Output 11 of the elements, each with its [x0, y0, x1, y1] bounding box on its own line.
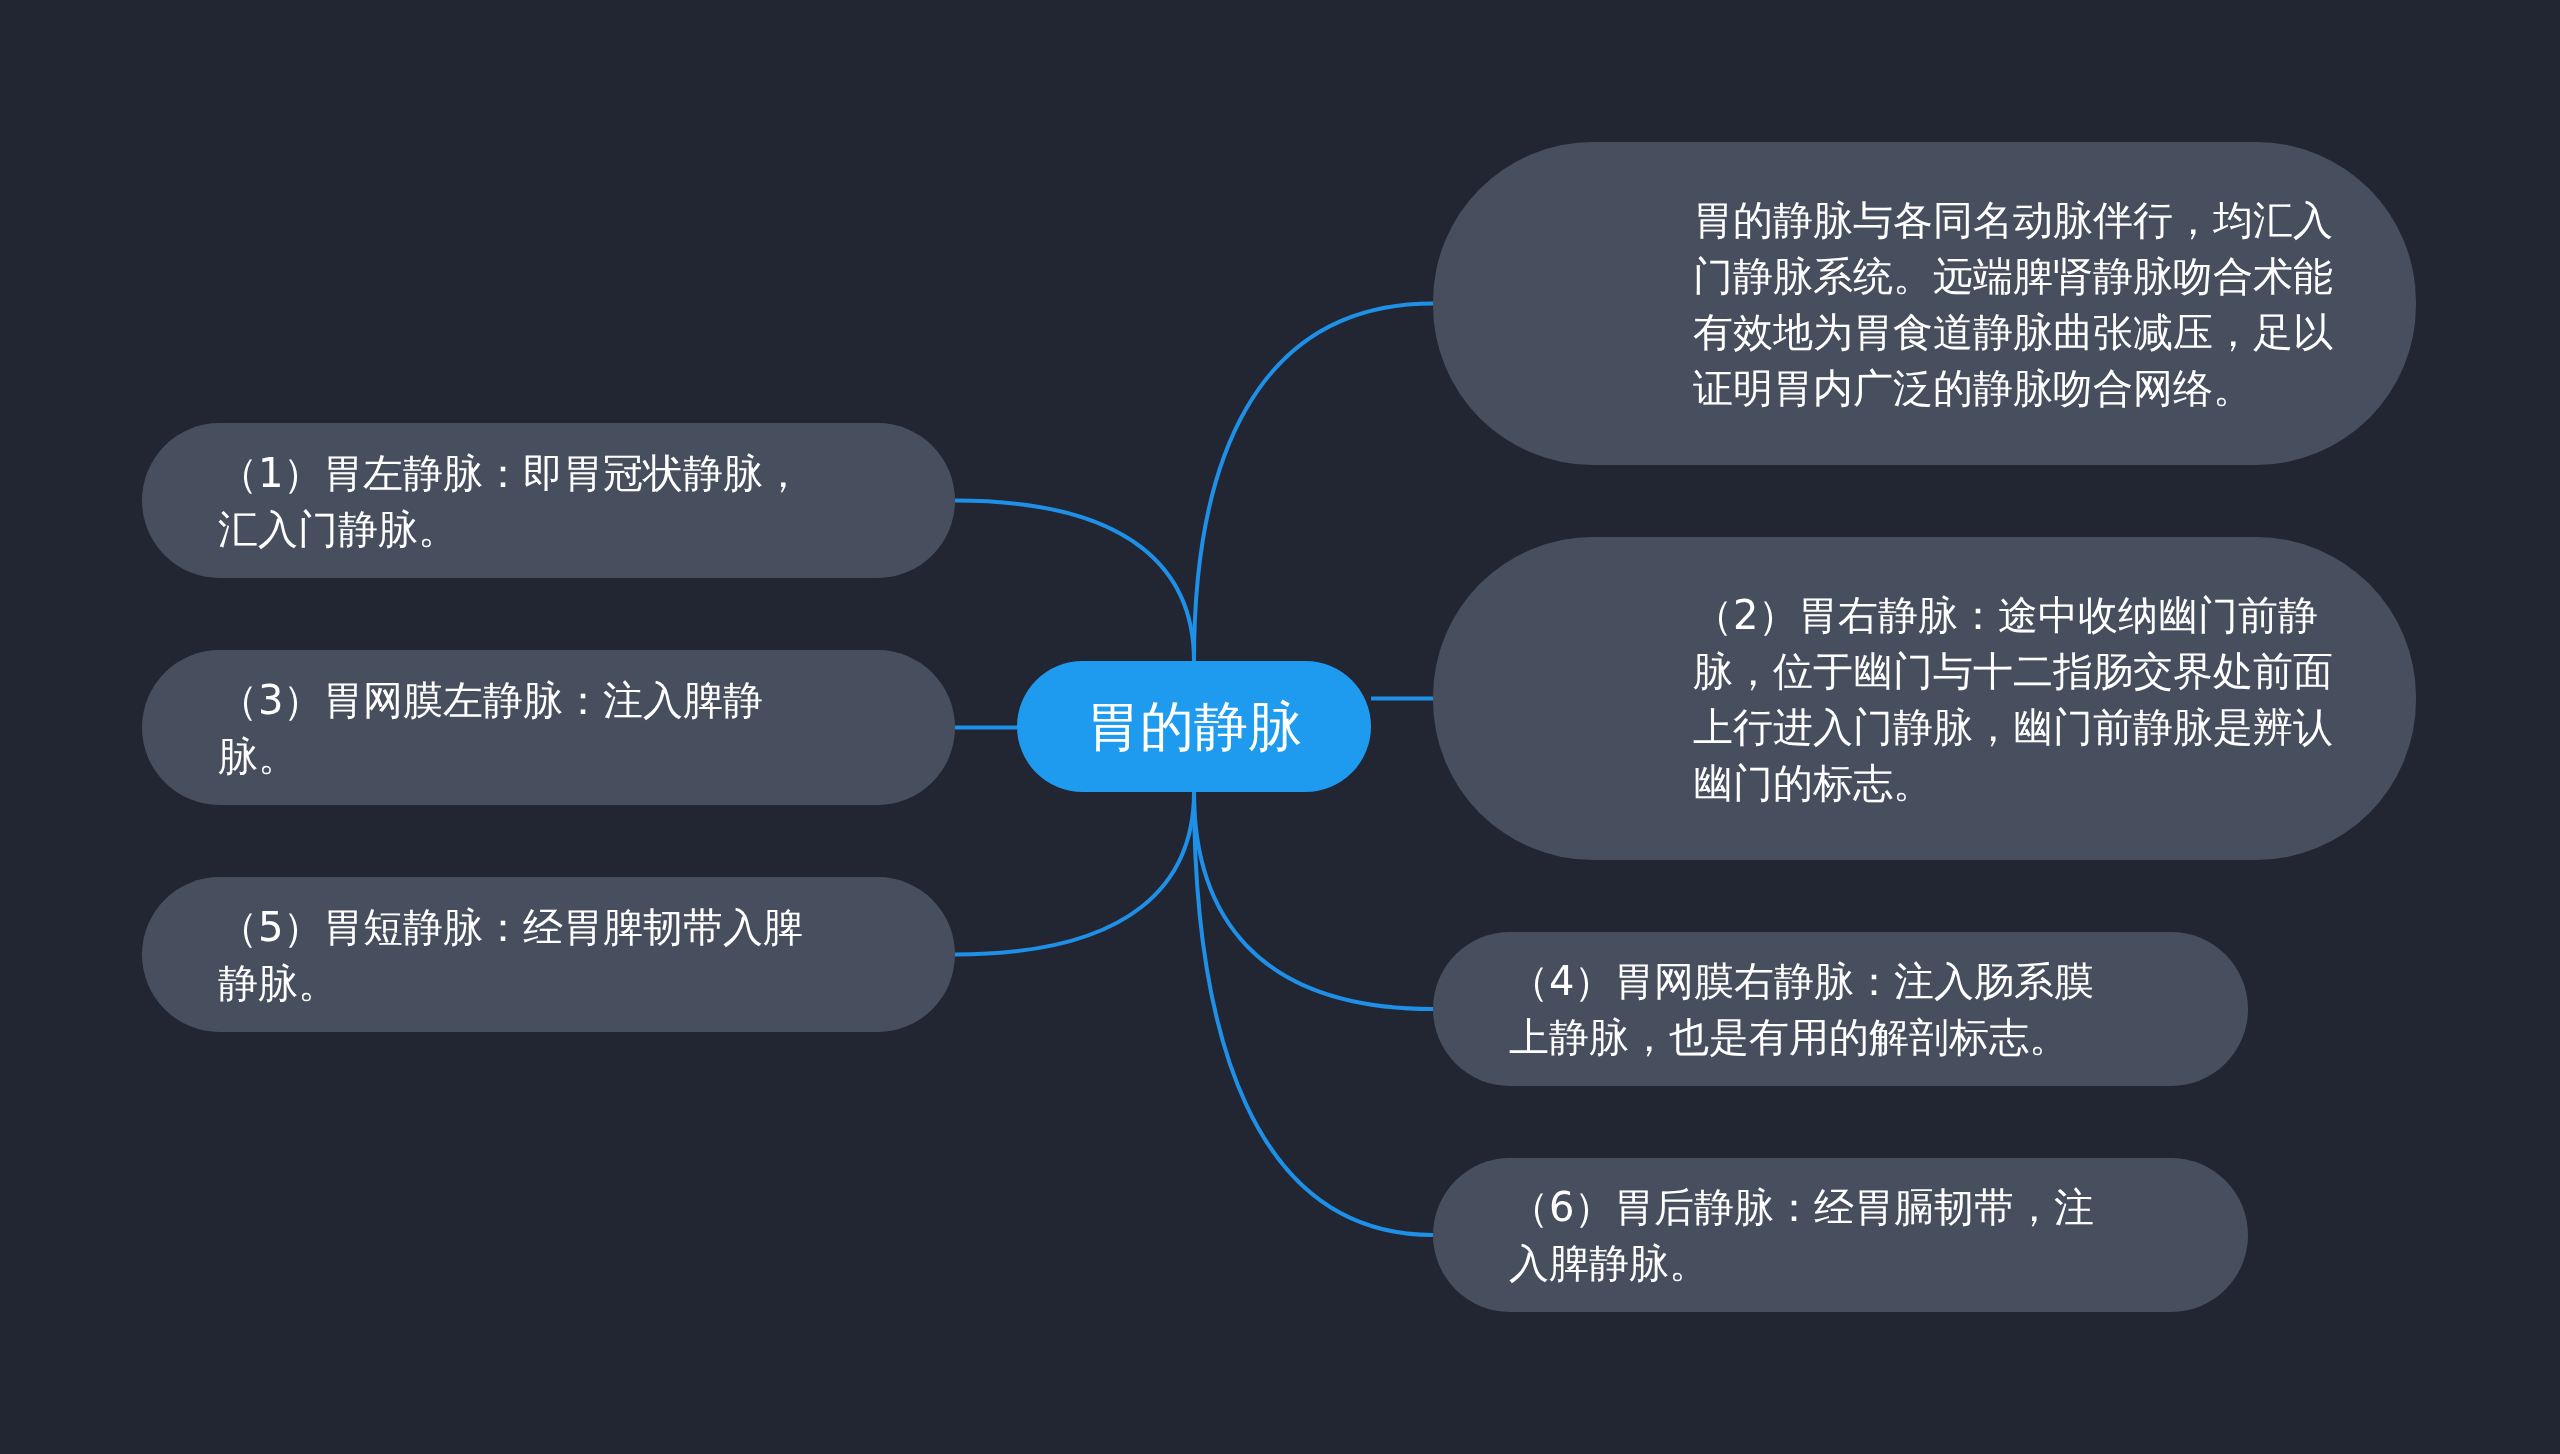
- topic-text: （6）胃后静脉：经胃膈韧带，注入脾静脉。: [1509, 1183, 2096, 1288]
- topic-text: 胃的静脉与各同名动脉伴行，均汇入门静脉系统。远端脾肾静脉吻合术能有效地为胃食道静脉曲张减压，足以证明胃内广泛的静脉吻合网络。: [1693, 195, 2333, 413]
- topic-text: （2）胃右静脉：途中收纳幽门前静脉，位于幽门与十二指肠交界处前面上行进入门静脉，幽门前静脉是辨认幽门的标志。: [1693, 590, 2333, 808]
- connector-line: [955, 725, 1017, 730]
- connector-line: [954, 498, 1196, 662]
- topic-text: （5）胃短静脉：经胃脾韧带入脾静脉。: [218, 902, 805, 1008]
- topic-text: （4）胃网膜右静脉：注入肠系膜上静脉，也是有用的解剖标志。: [1509, 957, 2096, 1062]
- connector-line: [1371, 696, 1433, 701]
- topic-text: 胃的静脉: [1086, 698, 1302, 755]
- topic-text: （1）胃左静脉：即胃冠状静脉，汇入门静脉。: [218, 448, 805, 554]
- topic-text: （3）胃网膜左静脉：注入脾静脉。: [218, 675, 765, 781]
